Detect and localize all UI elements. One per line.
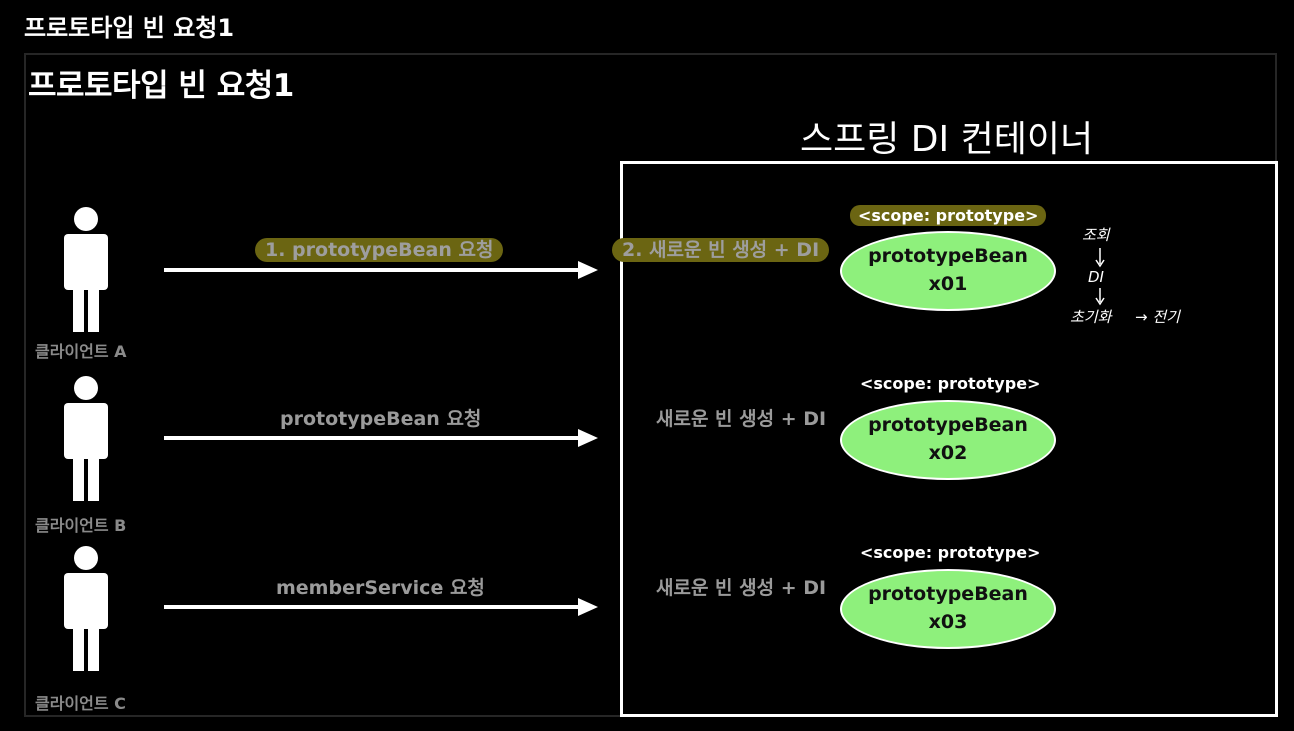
bean-id: x02 [928,442,968,464]
container-label: 스프링 DI 컨테이너 [800,119,1094,160]
prototype-bean-x01: prototypeBean x01 [840,231,1056,311]
request-label-2: prototypeBean 요청 [280,408,482,430]
note-di: DI [1088,268,1104,286]
request-arrow-1 [164,261,598,279]
scope-label-3: <scope: prototype> [860,543,1041,562]
prototype-bean-x03: prototypeBean x03 [840,569,1056,649]
creation-label-3: 새로운 빈 생성 + DI [656,577,827,599]
creation-label-2: 새로운 빈 생성 + DI [656,408,827,430]
note-down-arrow-1 [1095,248,1105,268]
client-b-person-icon [64,376,108,501]
scope-label-1: <scope: prototype> [850,205,1047,226]
request-arrow-3 [164,598,598,616]
bean-id: x01 [928,273,968,295]
bean-name: prototypeBean [868,245,1028,268]
client-a-person-icon [64,207,108,332]
request-label-1: 1. prototypeBean 요청 [255,235,504,262]
bean-name: prototypeBean [868,414,1028,437]
page-title: 프로토타입 빈 요청1 [24,14,235,42]
creation-label-1: 2. 새로운 빈 생성 + DI [612,235,830,262]
spring-di-container [620,161,1278,717]
client-a-label: 클라이언트 A [35,342,127,361]
request-label-3: memberService 요청 [276,577,485,599]
scope-label-1-text: <scope: prototype> [850,205,1047,226]
bean-name: prototypeBean [868,583,1028,606]
client-c-label: 클라이언트 C [35,694,126,713]
note-init: 초기화 [1070,308,1112,326]
request-label-1-text: 1. prototypeBean 요청 [255,238,504,262]
note-return: → 전기 [1135,308,1180,326]
slide-title: 프로토타입 빈 요청1 [28,68,294,104]
note-lookup: 조회 [1082,226,1110,244]
scope-label-2: <scope: prototype> [860,374,1041,393]
request-arrow-2 [164,429,598,447]
bean-id: x03 [928,611,968,633]
client-b-label: 클라이언트 B [35,516,127,535]
client-c-person-icon [64,546,108,671]
note-down-arrow-2 [1095,288,1105,306]
prototype-bean-x02: prototypeBean x02 [840,400,1056,480]
creation-label-1-text: 2. 새로운 빈 생성 + DI [612,238,830,262]
